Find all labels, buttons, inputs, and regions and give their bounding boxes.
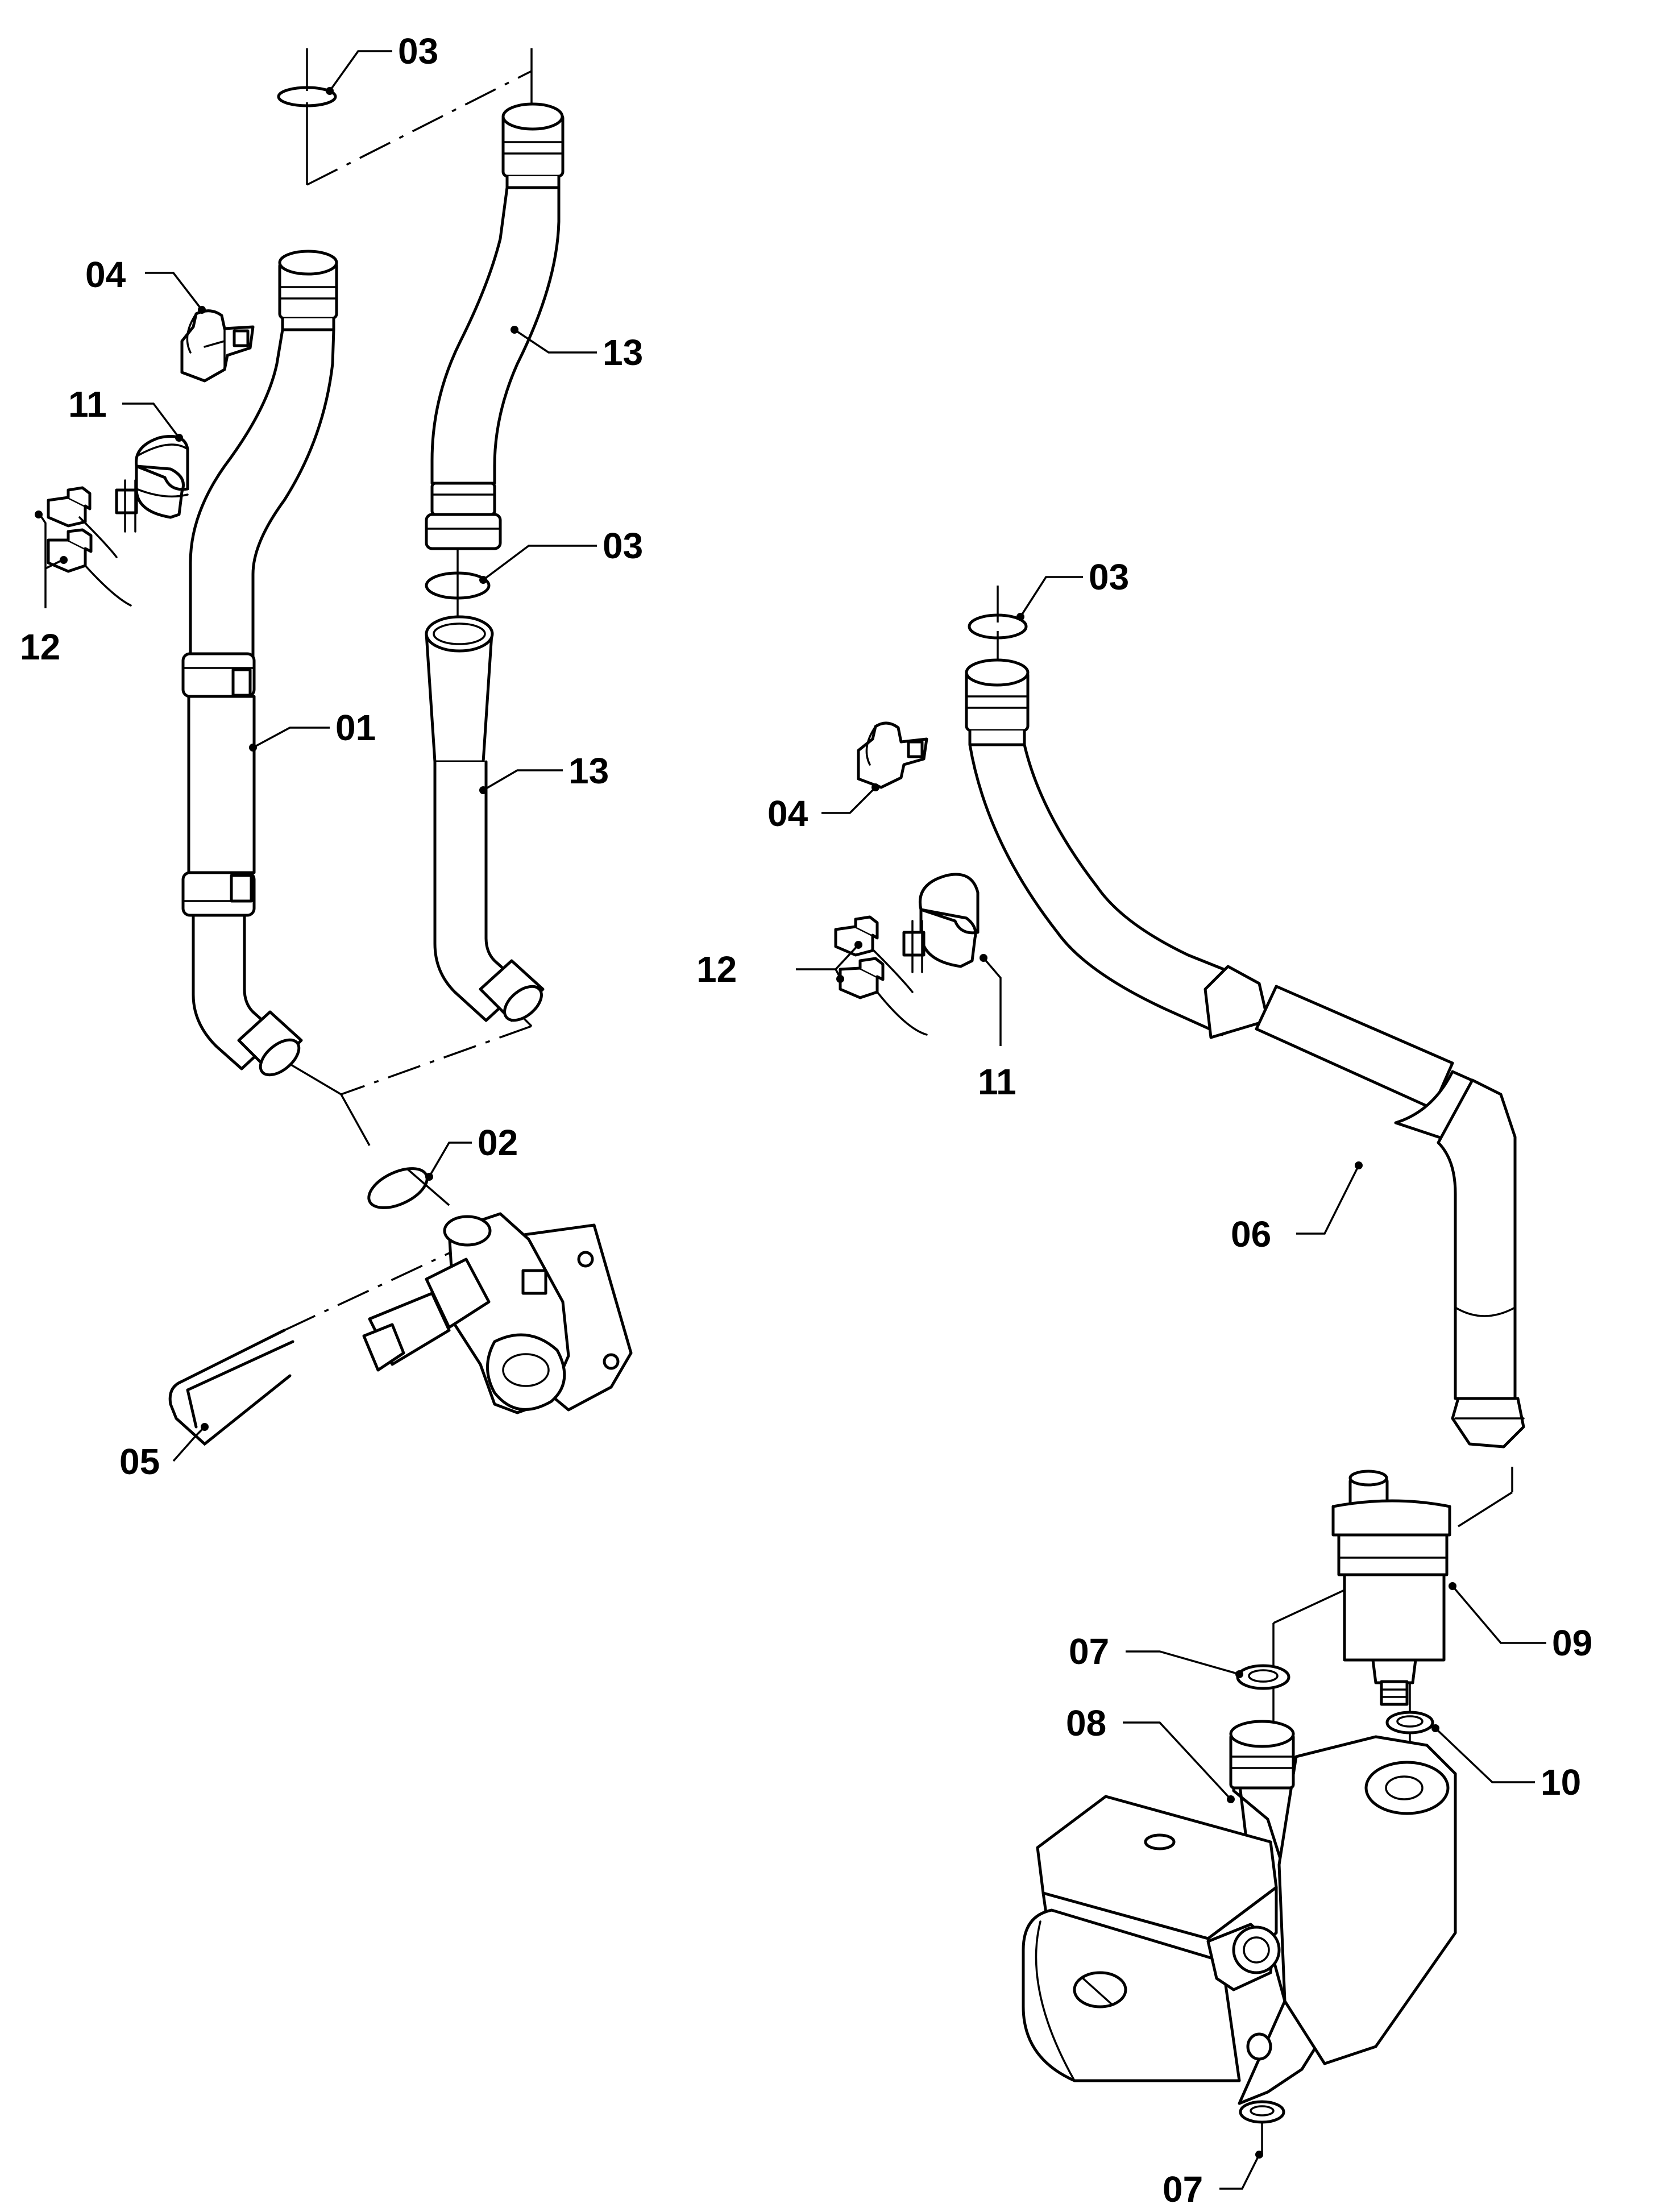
callout-03-middle: 03 [603,525,643,566]
clip-04-right [857,721,928,789]
circulation-pump-08 [1022,1720,1457,2105]
callout-07-lower: 07 [1163,2169,1203,2210]
o-ring-03-middle [425,571,491,600]
callout-09: 09 [1552,1622,1592,1663]
callout-10: 10 [1541,1762,1581,1803]
callout-13-lower: 13 [568,750,609,791]
callout-01: 01 [335,707,376,748]
callout-11-right: 11 [978,1061,1016,1102]
callout-04-left: 04 [85,254,126,295]
u-clip-05 [168,1329,294,1446]
o-ring-03-top [277,86,337,107]
callout-03-right: 03 [1089,557,1129,597]
o-ring-02 [367,1167,429,1209]
sensor-connectors-12-right [834,915,928,1036]
callout-04-right: 04 [767,793,808,834]
callout-leaders [35,50,1546,2190]
pipe-13-upper [425,102,565,550]
clip-04-left [180,309,255,383]
callout-03-top: 03 [398,31,438,72]
washer-07-upper [1236,1664,1290,1690]
callout-08: 08 [1066,1703,1106,1744]
clamp-11-left [115,435,189,533]
callout-05: 05 [119,1441,160,1482]
callout-02: 02 [478,1122,518,1163]
callout-06: 06 [1231,1214,1271,1255]
washer-10 [1385,1711,1434,1734]
air-vent-09 [1331,1470,1451,1706]
callout-12-left: 12 [20,626,60,667]
pipe-13-lower [425,615,545,1022]
o-ring-03-right [968,613,1028,640]
pipe-06 [965,658,1525,1449]
callout-11-left: 11 [68,384,107,425]
washer-07-lower [1239,2100,1285,2124]
valve-body [362,1212,633,1414]
callout-12-right: 12 [696,949,737,990]
callout-labels: 03 04 11 12 13 03 01 13 03 04 12 11 02 0… [20,31,1592,2210]
pipe-01 [181,250,338,1077]
callout-13-upper: 13 [603,332,643,373]
callout-07-upper: 07 [1069,1631,1109,1672]
clamp-11-right [902,873,980,973]
